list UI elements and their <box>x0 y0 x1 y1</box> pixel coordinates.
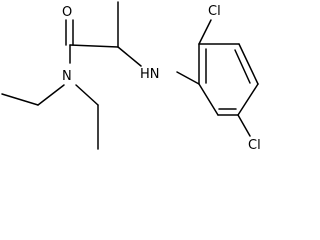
atom-label-chlorine-bottom: Cl <box>248 138 261 153</box>
bond-amide-n-to-left-ethyl <box>37 84 65 106</box>
bond-ring-to-chlorine-top <box>198 19 212 45</box>
chemical-structure-diagram: O N HN Cl Cl <box>1 1 261 153</box>
atom-label-amine-group: HN <box>140 67 160 82</box>
ring-bond-4 <box>237 83 259 116</box>
ring-bond-3 <box>238 43 259 85</box>
bond-left-ethyl-terminal <box>1 93 39 106</box>
bond-ring-to-chlorine-bottom <box>237 114 251 137</box>
atom-label-oxygen: O <box>62 5 72 20</box>
bond-carbonyl-to-alpha <box>69 44 119 48</box>
bond-amine-to-ring <box>176 71 200 85</box>
ring-inner-bond-2 <box>234 49 251 84</box>
atom-label-amide-nitrogen: N <box>62 69 72 84</box>
bond-amide-n-to-right-ethyl <box>75 84 99 106</box>
atom-label-chlorine-top: Cl <box>208 4 221 19</box>
bond-alpha-to-amine <box>117 46 142 67</box>
ring-bond-6 <box>198 83 219 116</box>
